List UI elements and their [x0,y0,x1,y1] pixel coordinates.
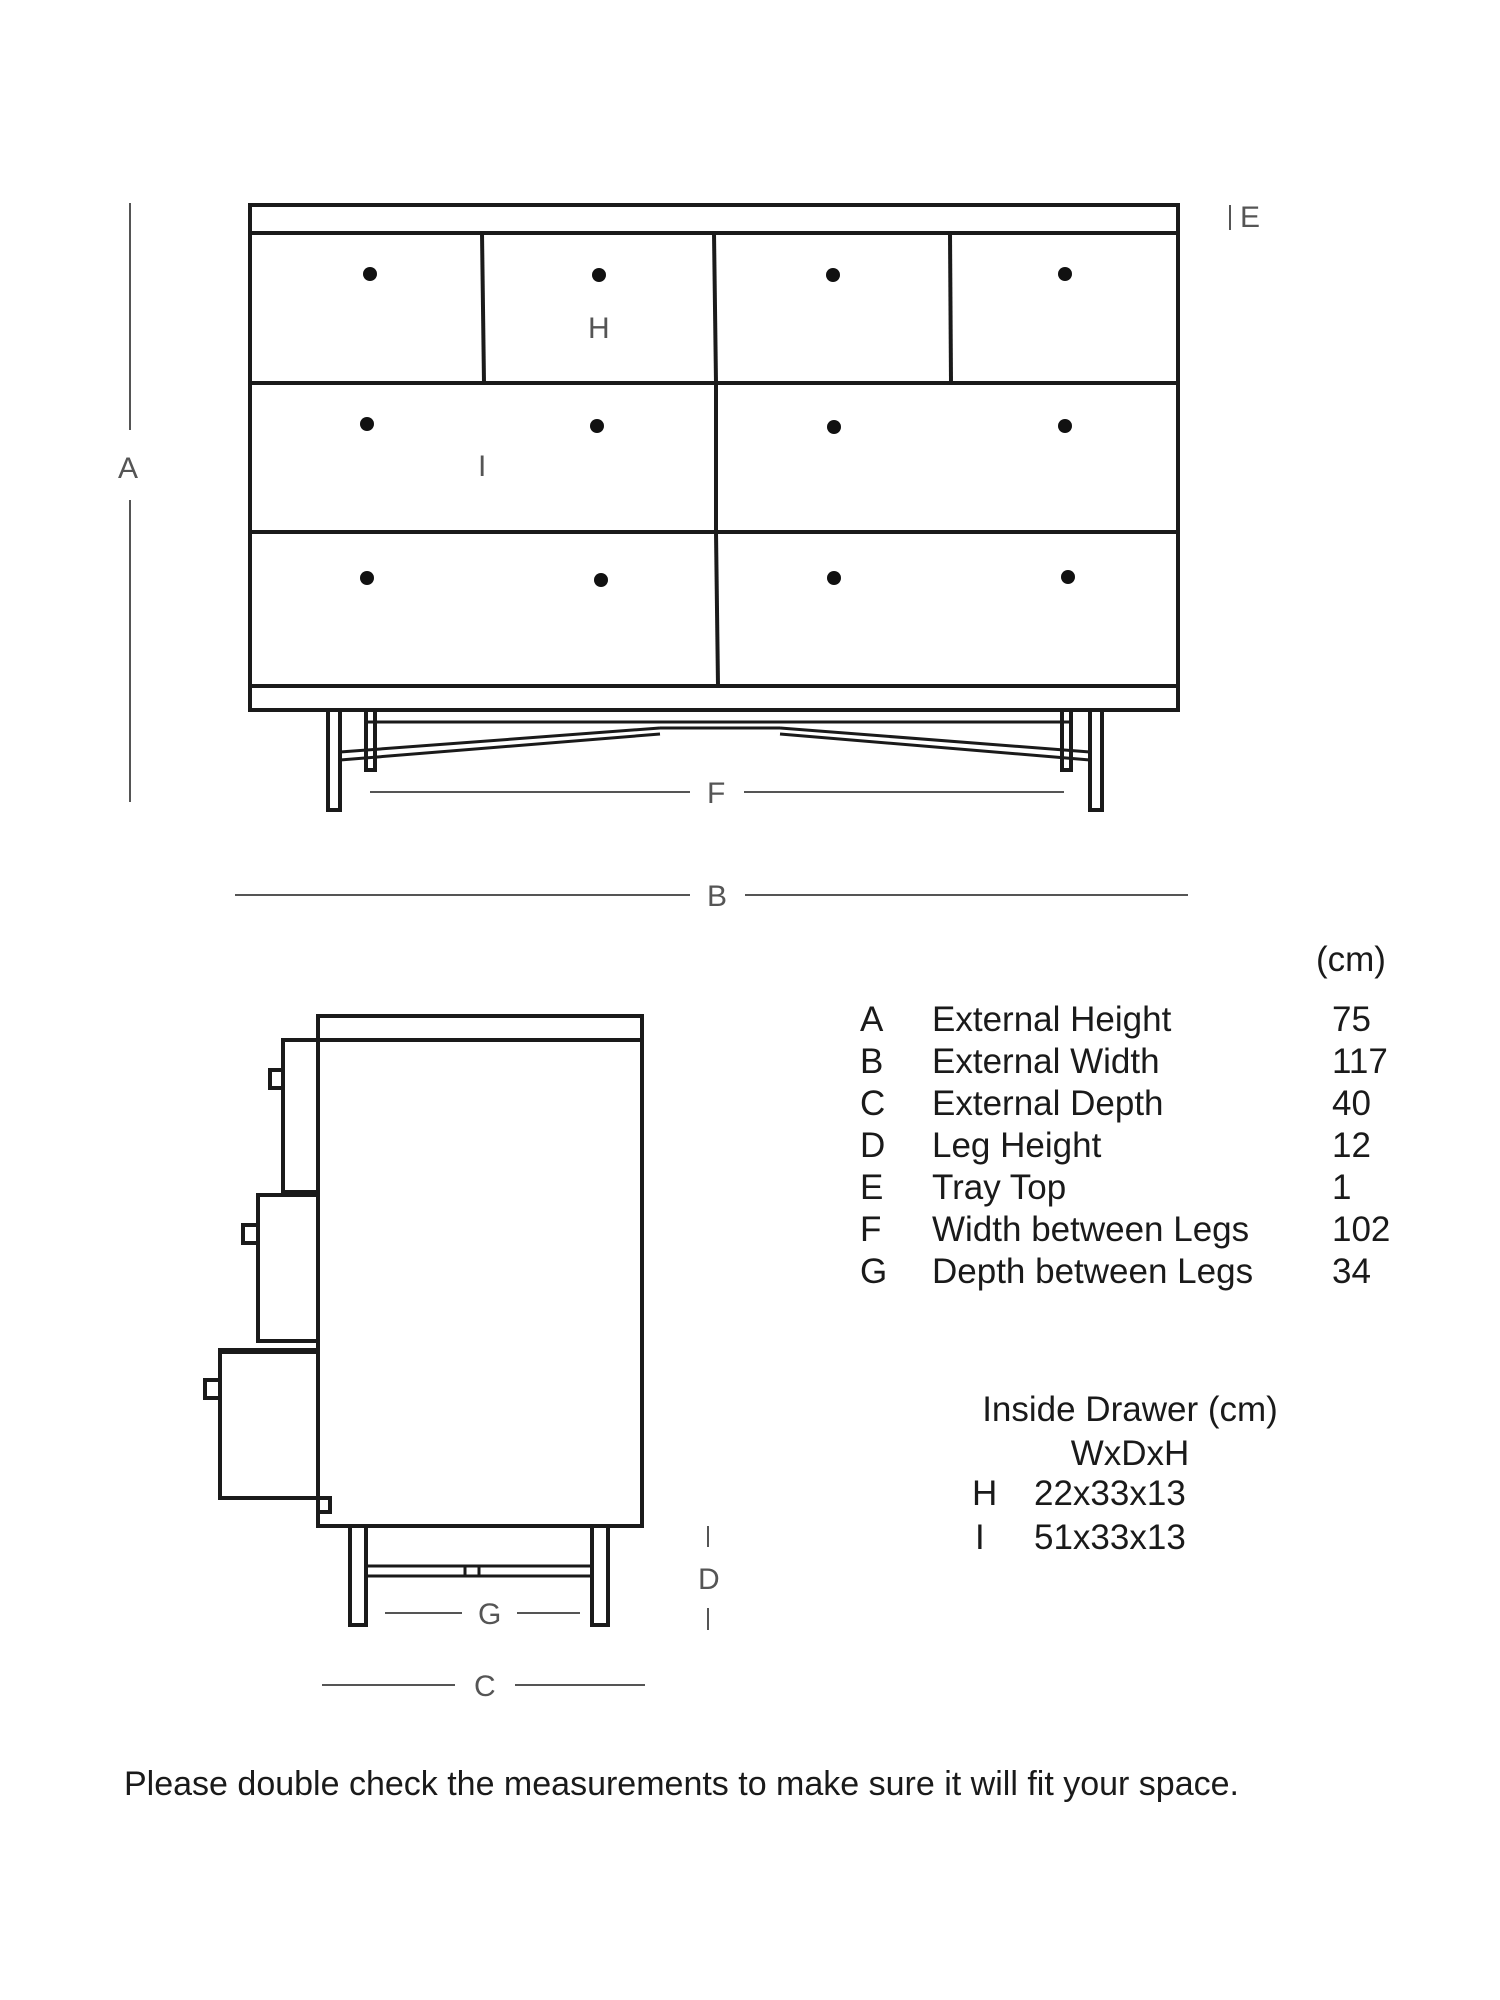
spec-letter: G [860,1252,888,1291]
drawer-letter: I [975,1518,985,1557]
drawer-letter: H [972,1474,998,1513]
drawer-row: H 22x33x13 [900,1474,1360,1518]
drawer-value: 22x33x13 [1034,1474,1186,1513]
spec-row: E Tray Top 1 [860,1168,1400,1210]
spec-value: 102 [1332,1210,1391,1249]
spec-name: Leg Height [932,1126,1102,1165]
label-H: H [588,312,610,345]
spec-name: Tray Top [932,1168,1067,1207]
spec-name: Depth between Legs [932,1252,1254,1291]
inside-drawer-block: Inside Drawer (cm) WxDxH H 22x33x13 I 51… [900,1390,1360,1562]
drawer-value: 51x33x13 [1034,1518,1186,1557]
spec-value: 117 [1332,1042,1388,1081]
label-C: C [474,1670,496,1703]
unit-label: (cm) [1316,940,1386,979]
spec-row: G Depth between Legs 34 [860,1252,1400,1294]
label-D: D [698,1563,720,1596]
dimension-lines-side [322,1526,709,1686]
spec-name: External Height [932,1000,1172,1039]
spec-letter: A [860,1000,884,1039]
spec-value: 34 [1332,1252,1371,1291]
dimension-lines-front [129,203,1231,896]
label-A: A [118,452,138,485]
label-E: E [1240,201,1260,234]
drawer-row: I 51x33x13 [900,1518,1360,1562]
spec-name: Width between Legs [932,1210,1250,1249]
spec-value: 40 [1332,1084,1371,1123]
spec-letter: E [860,1168,884,1207]
label-F: F [707,777,725,810]
side-view [203,1014,644,1627]
label-G: G [478,1598,501,1631]
spec-row: C External Depth 40 [860,1084,1400,1126]
inside-drawer-title: Inside Drawer (cm) [982,1390,1278,1429]
spec-row: F Width between Legs 102 [860,1210,1400,1252]
footer-note: Please double check the measurements to … [124,1765,1239,1803]
spec-value: 12 [1332,1126,1371,1165]
spec-value: 75 [1332,1000,1371,1039]
spec-letter: F [860,1210,882,1249]
front-view [248,203,1180,812]
spec-row: B External Width 117 [860,1042,1400,1084]
spec-table: A External Height 75 B External Width 11… [860,1000,1400,1294]
spec-letter: B [860,1042,884,1081]
spec-name: External Width [932,1042,1160,1081]
spec-row: A External Height 75 [860,1000,1400,1042]
spec-row: D Leg Height 12 [860,1126,1400,1168]
inside-drawer-subtitle: WxDxH [1070,1434,1190,1473]
spec-letter: C [860,1084,886,1123]
label-B: B [707,880,727,913]
spec-value: 1 [1332,1168,1352,1207]
spec-letter: D [860,1126,886,1165]
spec-name: External Depth [932,1084,1164,1123]
label-I: I [478,450,486,483]
knobs [360,267,1075,587]
